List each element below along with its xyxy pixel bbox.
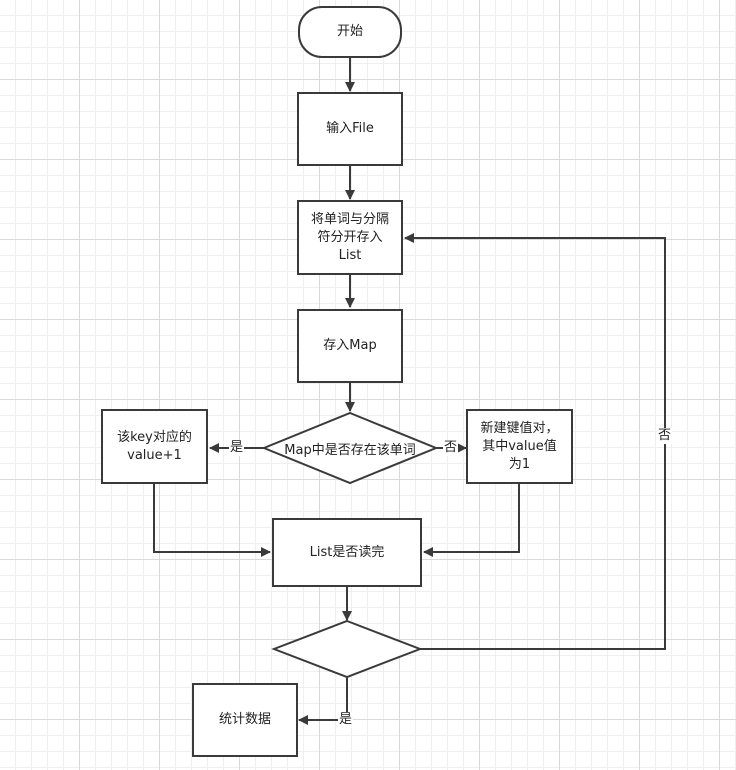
store-map-node[interactable]: 存入Map — [297, 309, 403, 383]
edge-label-yes-left: 是 — [229, 440, 245, 456]
new-pair-node[interactable]: 新建键值对， 其中value值 为1 — [466, 409, 573, 484]
split-words-label: 将单词与分隔 符分开存入 List — [310, 211, 389, 263]
value-increment-node[interactable]: 该key对应的 value+1 — [101, 409, 208, 484]
decision-end-label-box[interactable] — [274, 637, 420, 661]
edge-label-yes-bottom: 是 — [338, 712, 354, 728]
new-pair-label: 新建键值对， 其中value值 为1 — [480, 420, 559, 472]
decision-exists-shape — [261, 411, 439, 485]
edge-label-no-loop: 否 — [657, 428, 673, 444]
split-words-node[interactable]: 将单词与分隔 符分开存入 List — [297, 200, 403, 275]
list-done-node[interactable]: List是否读完 — [272, 518, 422, 587]
input-file-node[interactable]: 输入File — [297, 92, 403, 166]
edge-increment-to-listdone — [153, 484, 271, 557]
edge-newpair-to-listdone — [423, 484, 520, 557]
decision-exists-label: Map中是否存在该单词 — [284, 442, 416, 458]
list-done-label: List是否读完 — [309, 544, 385, 560]
input-file-label: 输入File — [326, 121, 374, 136]
stats-node[interactable]: 统计数据 — [192, 683, 298, 757]
store-map-label: 存入Map — [323, 338, 377, 353]
decision-exists-label-box[interactable]: Map中是否存在该单词 — [264, 433, 436, 463]
start-node-label: 开始 — [336, 24, 363, 39]
edge-label-no-right: 否 — [443, 440, 459, 456]
decision-end-shape — [271, 619, 423, 679]
value-increment-label: 该key对应的 value+1 — [117, 429, 192, 463]
start-node[interactable]: 开始 — [298, 6, 402, 58]
stats-label: 统计数据 — [218, 712, 271, 727]
